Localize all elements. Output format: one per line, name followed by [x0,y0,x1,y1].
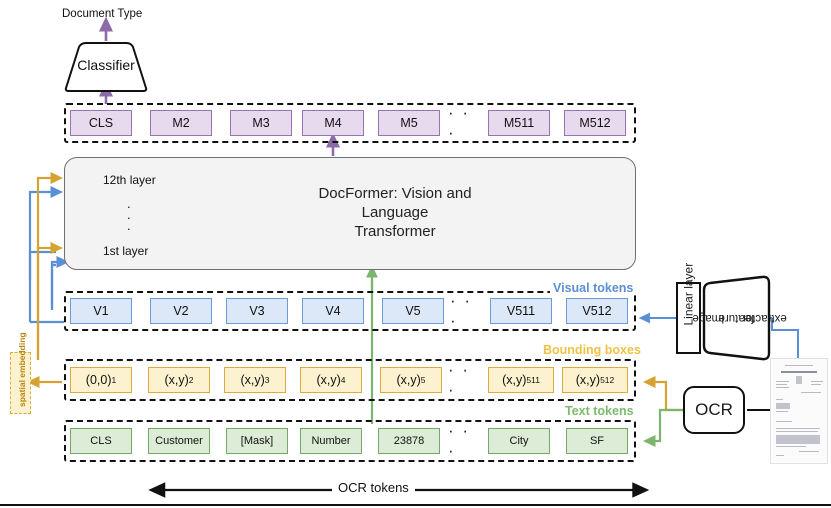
line-visual-feedback-outer [28,250,56,280]
classifier-label: Classifier [77,57,135,73]
token-bbox-6[interactable]: (x,y)512 [562,367,628,393]
token-text-0[interactable]: CLS [70,428,132,454]
bbox-main-4: (x,y) [396,373,421,387]
line-visual-feedback-inner [50,263,56,310]
visual-tokens-row [64,291,636,331]
token-bbox-1[interactable]: (x,y)2 [148,367,210,393]
token-bbox-3[interactable]: (x,y)4 [300,367,362,393]
document-type-label: Document Type [62,8,143,20]
bbox-main-0: (0,0) [85,373,112,387]
ocr-block[interactable]: OCR [683,386,745,434]
token-text-4[interactable]: 23878 [378,428,440,454]
multimodal-tokens-row [64,103,636,143]
document-thumbnail[interactable] [770,358,828,464]
spatial-embedding-label: spatial embedding [17,332,27,407]
bounding-boxes-row [64,359,636,401]
visual-ellipsis: · · · [450,291,473,330]
transformer-bottom-layer-label: 1st layer [103,244,149,258]
multimodal-ellipsis: · · · [448,103,471,142]
bbox-sub-2: 3 [264,375,270,385]
bbox-sub-1: 2 [188,375,194,385]
text-tokens-row [64,420,636,462]
image-feature-extractor-block[interactable]: Image feature extractor [692,283,786,353]
token-v-2[interactable]: V3 [226,298,288,324]
arrow-ocr-to-text [642,408,683,447]
text-ellipsis: · · · [448,421,471,460]
bbox-sub-6: 512 [600,375,615,385]
token-bbox-0[interactable]: (0,0)1 [70,367,132,393]
token-v-1[interactable]: V2 [150,298,212,324]
token-v-6[interactable]: V512 [566,298,628,324]
transformer-title: DocFormer: Vision and Language Transform… [245,184,545,241]
bbox-main-5: (x,y) [502,373,527,387]
token-v-3[interactable]: V4 [302,298,364,324]
bbox-main-2: (x,y) [240,373,265,387]
token-m-1[interactable]: M2 [150,110,212,136]
token-m-0[interactable]: CLS [70,110,132,136]
arrow-ocr-to-bbox [642,376,683,412]
transformer-top-layer-label: 12th layer [103,173,156,187]
bounding-ellipsis: · · · [448,360,471,399]
token-text-3[interactable]: Number [300,428,362,454]
token-m-6[interactable]: M512 [564,110,626,136]
spatial-embedding-block: spatial embedding [10,332,31,414]
token-v-5[interactable]: V511 [490,298,552,324]
bbox-sub-3: 4 [340,375,346,385]
arrow-visual-to-12th [28,186,64,280]
image-feature-extractor-label: Image feature extractor [692,296,786,341]
token-v-4[interactable]: V5 [382,298,444,324]
footer-rule [0,504,831,506]
bbox-sub-4: 5 [420,375,426,385]
token-bbox-4[interactable]: (x,y)5 [380,367,442,393]
bbox-main-3: (x,y) [316,373,341,387]
bbox-sub-5: 511 [526,375,540,385]
token-m-5[interactable]: M511 [488,110,550,136]
token-v-0[interactable]: V1 [70,298,132,324]
token-bbox-2[interactable]: (x,y)3 [224,367,286,393]
token-m-3[interactable]: M4 [302,110,364,136]
linear-layer-block[interactable]: Linear layer [676,263,701,354]
token-text-2[interactable]: [Mask] [226,428,288,454]
arrow-spatial-to-1st [36,242,64,360]
token-m-2[interactable]: M3 [230,110,292,136]
docformer-transformer-block[interactable]: 12th layer . . . 1st layer DocFormer: Vi… [64,157,636,270]
bbox-main-1: (x,y) [164,373,189,387]
bounding-boxes-label: Bounding boxes [540,343,644,357]
token-text-1[interactable]: Customer [148,428,210,454]
transformer-title-line2: Language [361,204,429,221]
ocr-tokens-label: OCR tokens [332,480,415,495]
token-text-5[interactable]: City [488,428,550,454]
classifier-block[interactable]: Classifier [56,42,156,88]
bbox-sub-0: 1 [111,375,117,385]
transformer-title-line1: DocFormer: Vision and [318,185,472,202]
arrow-visual-to-1st [50,256,70,310]
transformer-layer-dots: . . . [127,196,131,233]
bbox-main-6: (x,y) [575,373,601,387]
token-text-6[interactable]: SF [566,428,628,454]
ife-line3: extractor [741,312,787,324]
token-bbox-5[interactable]: (x,y)511 [488,367,554,393]
visual-tokens-label: Visual tokens [550,281,637,295]
ocr-label: OCR [695,400,733,419]
transformer-title-line3: Transformer [354,223,436,240]
token-m-4[interactable]: M5 [378,110,440,136]
text-tokens-label: Text tokens [562,404,637,418]
arrow-spatial-to-12th [36,172,64,360]
